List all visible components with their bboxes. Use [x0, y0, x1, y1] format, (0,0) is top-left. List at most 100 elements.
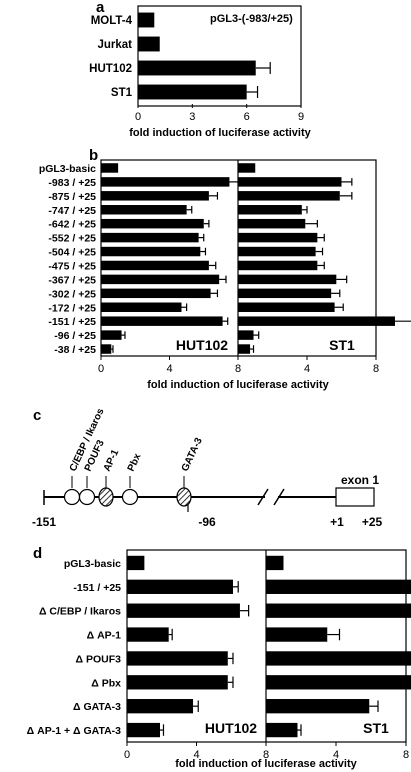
- panel-a-x-axis-label: fold induction of luciferase activity: [129, 127, 311, 139]
- panel-d-series-label-hut102: HUT102: [205, 720, 257, 736]
- bar-st1-gata-3: [266, 699, 370, 714]
- x-tick-label: 4: [193, 749, 199, 761]
- bar-st1-367-25: [238, 274, 337, 285]
- bar-hut102-552-25: [101, 232, 199, 243]
- category-label-367-25: -367 / +25: [48, 274, 96, 286]
- bar-st1-875-25: [238, 191, 340, 201]
- x-tick-label: 3: [189, 111, 195, 123]
- bar-hut102-642-25: [101, 218, 204, 229]
- panel-b-label: b: [89, 147, 98, 164]
- panel-a-bar-chart: a pGL3-(-983/+25) MOLT-4JurkatHUT102ST10…: [89, 0, 311, 139]
- cebp-ikaros-site-marker: [63, 488, 81, 506]
- panel-a-annotation: pGL3-(-983/+25): [210, 13, 293, 25]
- bar-hut102-gata-3: [127, 699, 194, 714]
- category-label-st1: ST1: [111, 87, 133, 99]
- bar-hut102-151-25: [101, 316, 223, 326]
- category-label-983-25: -983 / +25: [48, 177, 96, 189]
- bar-st1-983-25: [238, 177, 342, 187]
- category-label-302-25: -302 / +25: [48, 288, 96, 300]
- bar-st1-pgl3-basic: [238, 163, 256, 173]
- bar-hut102-172-25: [101, 302, 182, 312]
- category-label-ap-1-gata-3: Δ AP-1 + Δ GATA-3: [27, 725, 122, 737]
- x-tick-label: 8: [373, 363, 379, 375]
- category-label-504-25: -504 / +25: [48, 247, 96, 259]
- panel-d-series-label-st1: ST1: [363, 720, 389, 736]
- panel-d-label: d: [33, 545, 42, 562]
- panel-d-plot: pGL3-basic -151 / +25 Δ C/EBP / Ikaros Δ AP…: [27, 555, 411, 761]
- category-label-pgl3-basic: pGL3-basic: [64, 558, 121, 570]
- category-label-747-25: -747 / +25: [48, 205, 96, 217]
- bar-st1-c-ebp-ikaros: [266, 603, 411, 618]
- category-label-172-25: -172 / +25: [48, 302, 96, 314]
- bar-st1-172-25: [238, 302, 335, 312]
- panel-a-label: a: [96, 0, 105, 16]
- category-label-pbx: Δ Pbx: [91, 677, 121, 689]
- category-label-552-25: -552 / +25: [48, 233, 96, 245]
- category-label-875-25: -875 / +25: [48, 191, 96, 203]
- x-tick-label: 8: [235, 363, 241, 375]
- bar-st1-pouf3: [266, 651, 411, 666]
- bar-st1-ap-1: [266, 627, 328, 642]
- bar-hut102-504-25: [101, 246, 201, 257]
- bar-hut102-151-25: [127, 579, 233, 594]
- panel-b-plot: pGL3-basic-983 / +25-875 / +25-747 / +25…: [39, 163, 411, 375]
- x-tick-label: 0: [135, 111, 141, 123]
- pouf3-site-marker: [78, 488, 96, 506]
- bar-hut102-pgl3-basic: [101, 163, 119, 173]
- ap1-site-marker: [98, 487, 114, 507]
- bar-st1-pbx: [266, 675, 411, 690]
- panel-b-x-axis-label: fold induction of luciferase activity: [147, 379, 329, 391]
- category-label-pouf3: Δ POUF3: [76, 653, 122, 665]
- x-tick-label: 6: [244, 111, 250, 123]
- bar-st1-151-25: [266, 579, 411, 594]
- bar-st1-747-25: [238, 205, 302, 215]
- category-label-c-ebp-ikaros: Δ C/EBP / Ikaros: [39, 606, 121, 618]
- position-label-minus-96: -96: [198, 515, 216, 529]
- site-label-pbx: Pbx: [126, 452, 144, 474]
- position-label-plus-1: +1: [330, 515, 344, 529]
- panel-c-label: c: [33, 407, 41, 424]
- bar-st1-552-25: [238, 232, 318, 243]
- gata3-site-marker: [176, 487, 192, 507]
- x-tick-label: 9: [298, 111, 304, 123]
- panel-c-promoter-diagram: c exon 1 C/EBP / Ikaros POUF3 AP-1 Pbx G…: [32, 406, 383, 529]
- category-label-gata-3: Δ GATA-3: [73, 701, 121, 713]
- category-label-642-25: -642 / +25: [48, 219, 96, 231]
- site-label-ap1: AP-1: [102, 448, 122, 474]
- bar-hut102-983-25: [101, 177, 230, 187]
- x-tick-label: 4: [304, 363, 310, 375]
- bar-hut102-875-25: [101, 191, 209, 201]
- bar-hut102-96-25: [101, 330, 122, 340]
- bar-st1-302-25: [238, 288, 332, 299]
- x-tick-label: 0: [124, 749, 130, 761]
- category-label-96-25: -96 / +25: [54, 330, 96, 342]
- bar-hut102-pouf3: [127, 651, 228, 666]
- panel-b-series-label-hut102: HUT102: [176, 337, 228, 353]
- bar-hut102-pgl3-basic: [127, 555, 145, 571]
- bar-hut102-38-25: [101, 344, 112, 354]
- category-label-151-25: -151 / +25: [48, 316, 96, 328]
- bar-hut102-ap-1-gata-3: [127, 722, 161, 738]
- panel-d-x-axis-label: fold induction of luciferase activity: [175, 758, 357, 770]
- pbx-site-marker: [121, 488, 139, 506]
- position-label-plus-25: +25: [362, 515, 383, 529]
- panel-b-series-label-st1: ST1: [329, 337, 355, 353]
- bar-values-jurkat: [138, 36, 160, 52]
- bar-values-hut102: [138, 60, 256, 76]
- bar-st1-96-25: [238, 330, 254, 340]
- panel-b-bar-chart: b pGL3-basic-983 / +25-875 / +25-747 / +…: [39, 147, 411, 391]
- x-tick-label: 8: [403, 749, 409, 761]
- axis-break-mark: [273, 488, 285, 506]
- bar-hut102-747-25: [101, 205, 187, 215]
- category-label-molt-4: MOLT-4: [91, 15, 133, 27]
- x-tick-label: 4: [166, 363, 172, 375]
- bar-hut102-367-25: [101, 274, 220, 285]
- bar-st1-475-25: [238, 260, 318, 271]
- bar-hut102-c-ebp-ikaros: [127, 603, 240, 618]
- bar-values-molt-4: [138, 12, 155, 28]
- category-label-151-25: -151 / +25: [73, 582, 121, 594]
- panel-a-plot-frame: [137, 5, 302, 107]
- bar-st1-504-25: [238, 246, 316, 257]
- bar-st1-ap-1-gata-3: [266, 722, 298, 738]
